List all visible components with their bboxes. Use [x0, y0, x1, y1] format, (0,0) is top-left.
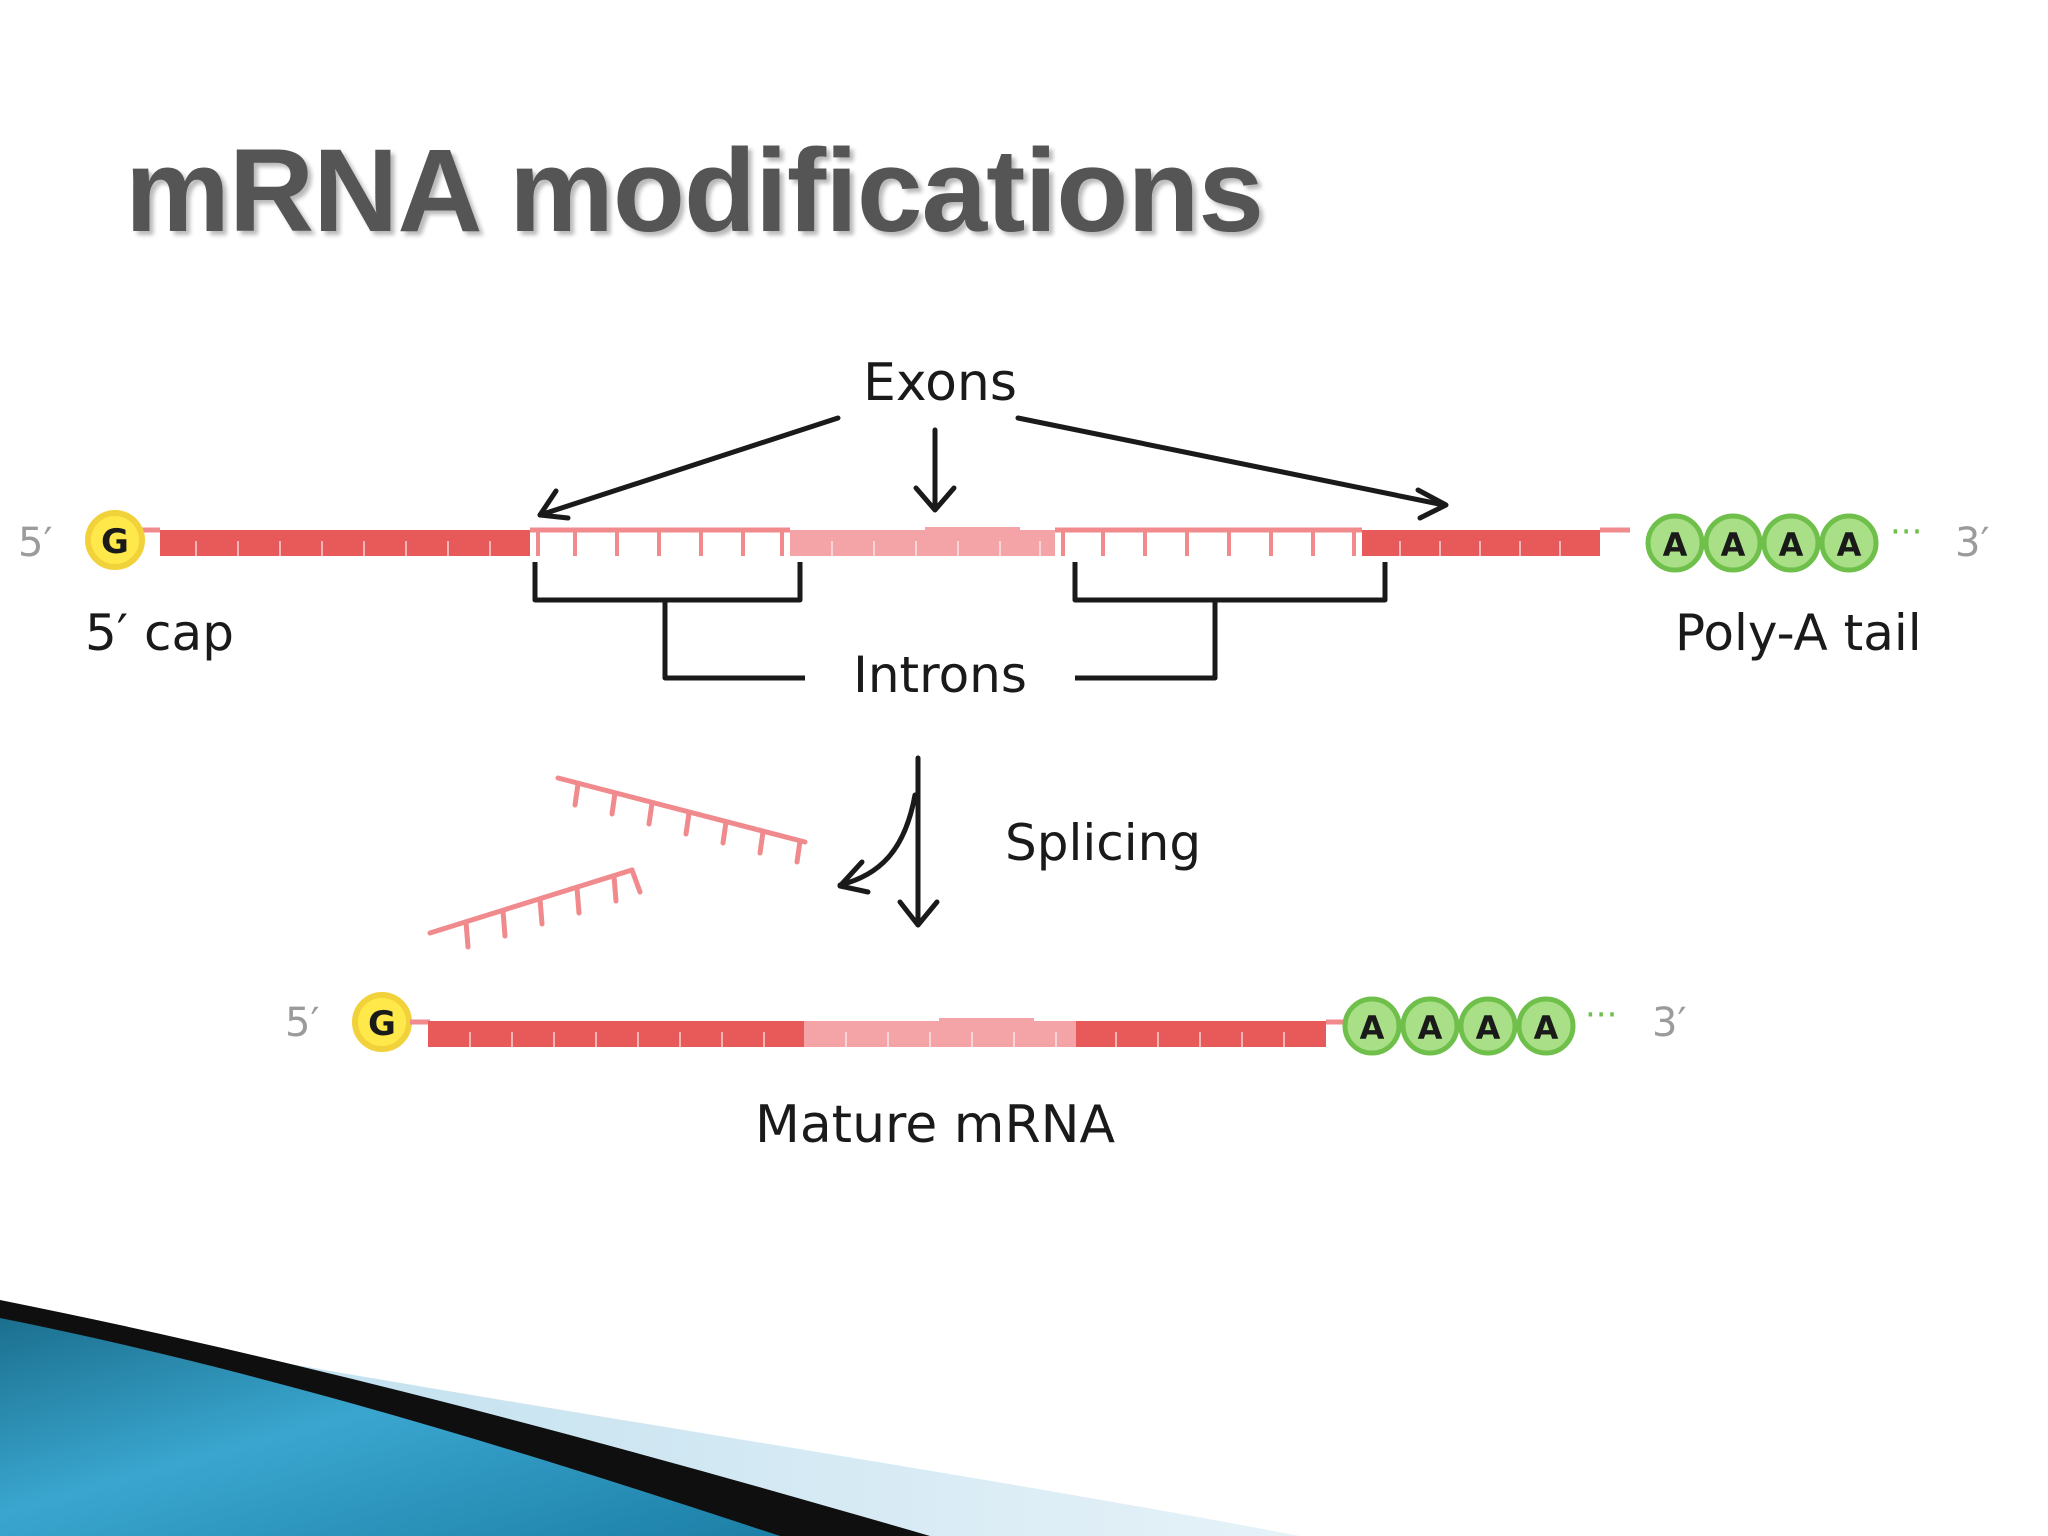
pre-tail-base: A: [1779, 526, 1804, 564]
decorative-swoosh: [0, 1300, 1300, 1536]
pre-five-cap: G: [85, 510, 145, 570]
arrow-to-exon-3-head: [1415, 487, 1449, 521]
mature-tail-dots: ···: [1585, 995, 1617, 1035]
arrow-to-exon-3: [1015, 415, 1447, 508]
excised-intron-1: [555, 775, 808, 865]
mature-tail-base: A: [1418, 1009, 1443, 1047]
slide-title: mRNA modifications: [125, 125, 1264, 257]
pre-three-prime-label: 3′: [1955, 520, 1990, 566]
splicing-arrow: [837, 755, 940, 928]
mature-mrna-strand: [410, 1018, 1345, 1047]
mature-exon-1: [428, 1021, 804, 1047]
exons-label: Exons: [863, 353, 1017, 413]
mature-three-prime-label: 3′: [1652, 1000, 1687, 1046]
excised-intron-2: [427, 867, 643, 950]
pre-tail-base: A: [1663, 526, 1688, 564]
exon-ticks: [195, 541, 1561, 556]
arrow-to-exon-1: [537, 415, 841, 518]
intron-1-ticks: [536, 530, 784, 556]
exon-2: [790, 527, 1055, 556]
mature-five-cap: G: [352, 992, 412, 1052]
mature-tail-base: A: [1476, 1009, 1501, 1047]
poly-a-tail-label: Poly-A tail: [1675, 604, 1922, 662]
splicing-label: Splicing: [1005, 814, 1201, 872]
pre-tail-base: A: [1721, 526, 1746, 564]
pre-tail-dots: ···: [1890, 512, 1922, 552]
mature-five-prime-label: 5′: [285, 1000, 320, 1046]
mature-tail-base: A: [1534, 1009, 1559, 1047]
mature-tail-base: A: [1360, 1009, 1385, 1047]
exon-arrows: [537, 415, 1449, 521]
arrow-to-exon-1-head: [537, 488, 571, 521]
pre-mrna-strand: [140, 527, 1630, 556]
mature-mrna-label: Mature mRNA: [755, 1095, 1116, 1155]
pre-tail-base: A: [1837, 526, 1862, 564]
mature-exon-2: [804, 1018, 1076, 1047]
mature-poly-a-tail: A A A A ···: [1342, 995, 1617, 1056]
arrow-to-exon-2-head: [913, 485, 957, 513]
pre-cap-base: G: [101, 522, 129, 562]
mature-cap-base: G: [368, 1004, 396, 1044]
five-cap-label: 5′ cap: [85, 604, 234, 662]
pre-five-prime-label: 5′: [18, 520, 53, 566]
introns-label: Introns: [853, 646, 1027, 704]
intron-2-ticks: [1061, 530, 1356, 556]
introns-bracket: [532, 562, 1388, 681]
pre-poly-a-tail: A A A A ···: [1645, 512, 1922, 573]
exon-1: [160, 530, 530, 556]
